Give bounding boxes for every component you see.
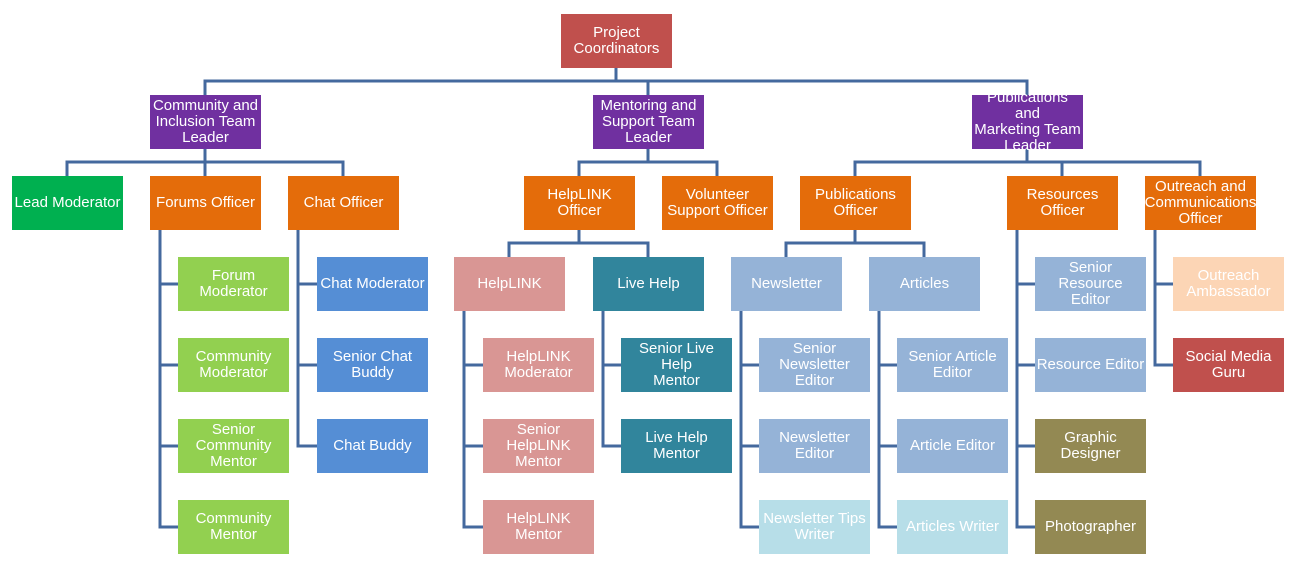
node-outreach-ambassador: Outreach Ambassador <box>1173 257 1284 311</box>
node-senior-live-help-mentor: Senior Live Help Mentor <box>621 338 732 392</box>
node-helplink: HelpLINK <box>454 257 565 311</box>
node-senior-chat-buddy: Senior Chat Buddy <box>317 338 428 392</box>
node-forum-moderator: Forum Moderator <box>178 257 289 311</box>
node-community-mentor: Community Mentor <box>178 500 289 554</box>
node-helplink-moderator: HelpLINK Moderator <box>483 338 594 392</box>
node-chat-buddy: Chat Buddy <box>317 419 428 473</box>
node-newsletter: Newsletter <box>731 257 842 311</box>
node-chat-moderator: Chat Moderator <box>317 257 428 311</box>
node-photographer: Photographer <box>1035 500 1146 554</box>
node-publications-officer: Publications Officer <box>800 176 911 230</box>
node-chat-officer: Chat Officer <box>288 176 399 230</box>
node-articles-writer: Articles Writer <box>897 500 1008 554</box>
node-article-editor: Article Editor <box>897 419 1008 473</box>
node-volunteer-support-officer: Volunteer Support Officer <box>662 176 773 230</box>
node-live-help: Live Help <box>593 257 704 311</box>
node-senior-community-mentor: Senior Community Mentor <box>178 419 289 473</box>
node-publications-leader: Publications and Marketing Team Leader <box>972 90 1083 154</box>
node-resources-officer: Resources Officer <box>1007 176 1118 230</box>
node-project-coordinators: Project Coordinators <box>561 14 672 68</box>
node-forums-officer: Forums Officer <box>150 176 261 230</box>
node-senior-resource-editor: Senior Resource Editor <box>1035 257 1146 311</box>
node-social-media-guru: Social Media Guru <box>1173 338 1284 392</box>
node-senior-article-editor: Senior Article Editor <box>897 338 1008 392</box>
node-newsletter-tips-writer: Newsletter Tips Writer <box>759 500 870 554</box>
node-mentoring-leader: Mentoring and Support Team Leader <box>593 95 704 149</box>
node-community-moderator: Community Moderator <box>178 338 289 392</box>
node-lead-moderator: Lead Moderator <box>12 176 123 230</box>
node-live-help-mentor: Live Help Mentor <box>621 419 732 473</box>
node-newsletter-editor: Newsletter Editor <box>759 419 870 473</box>
node-helplink-officer: HelpLINK Officer <box>524 176 635 230</box>
node-outreach-officer: Outreach and Communications Officer <box>1145 176 1256 230</box>
node-graphic-designer: Graphic Designer <box>1035 419 1146 473</box>
node-senior-helplink-mentor: Senior HelpLINK Mentor <box>483 419 594 473</box>
node-articles: Articles <box>869 257 980 311</box>
node-resource-editor: Resource Editor <box>1035 338 1146 392</box>
node-helplink-mentor: HelpLINK Mentor <box>483 500 594 554</box>
node-community-leader: Community and Inclusion Team Leader <box>150 95 261 149</box>
node-senior-newsletter-editor: Senior Newsletter Editor <box>759 338 870 392</box>
